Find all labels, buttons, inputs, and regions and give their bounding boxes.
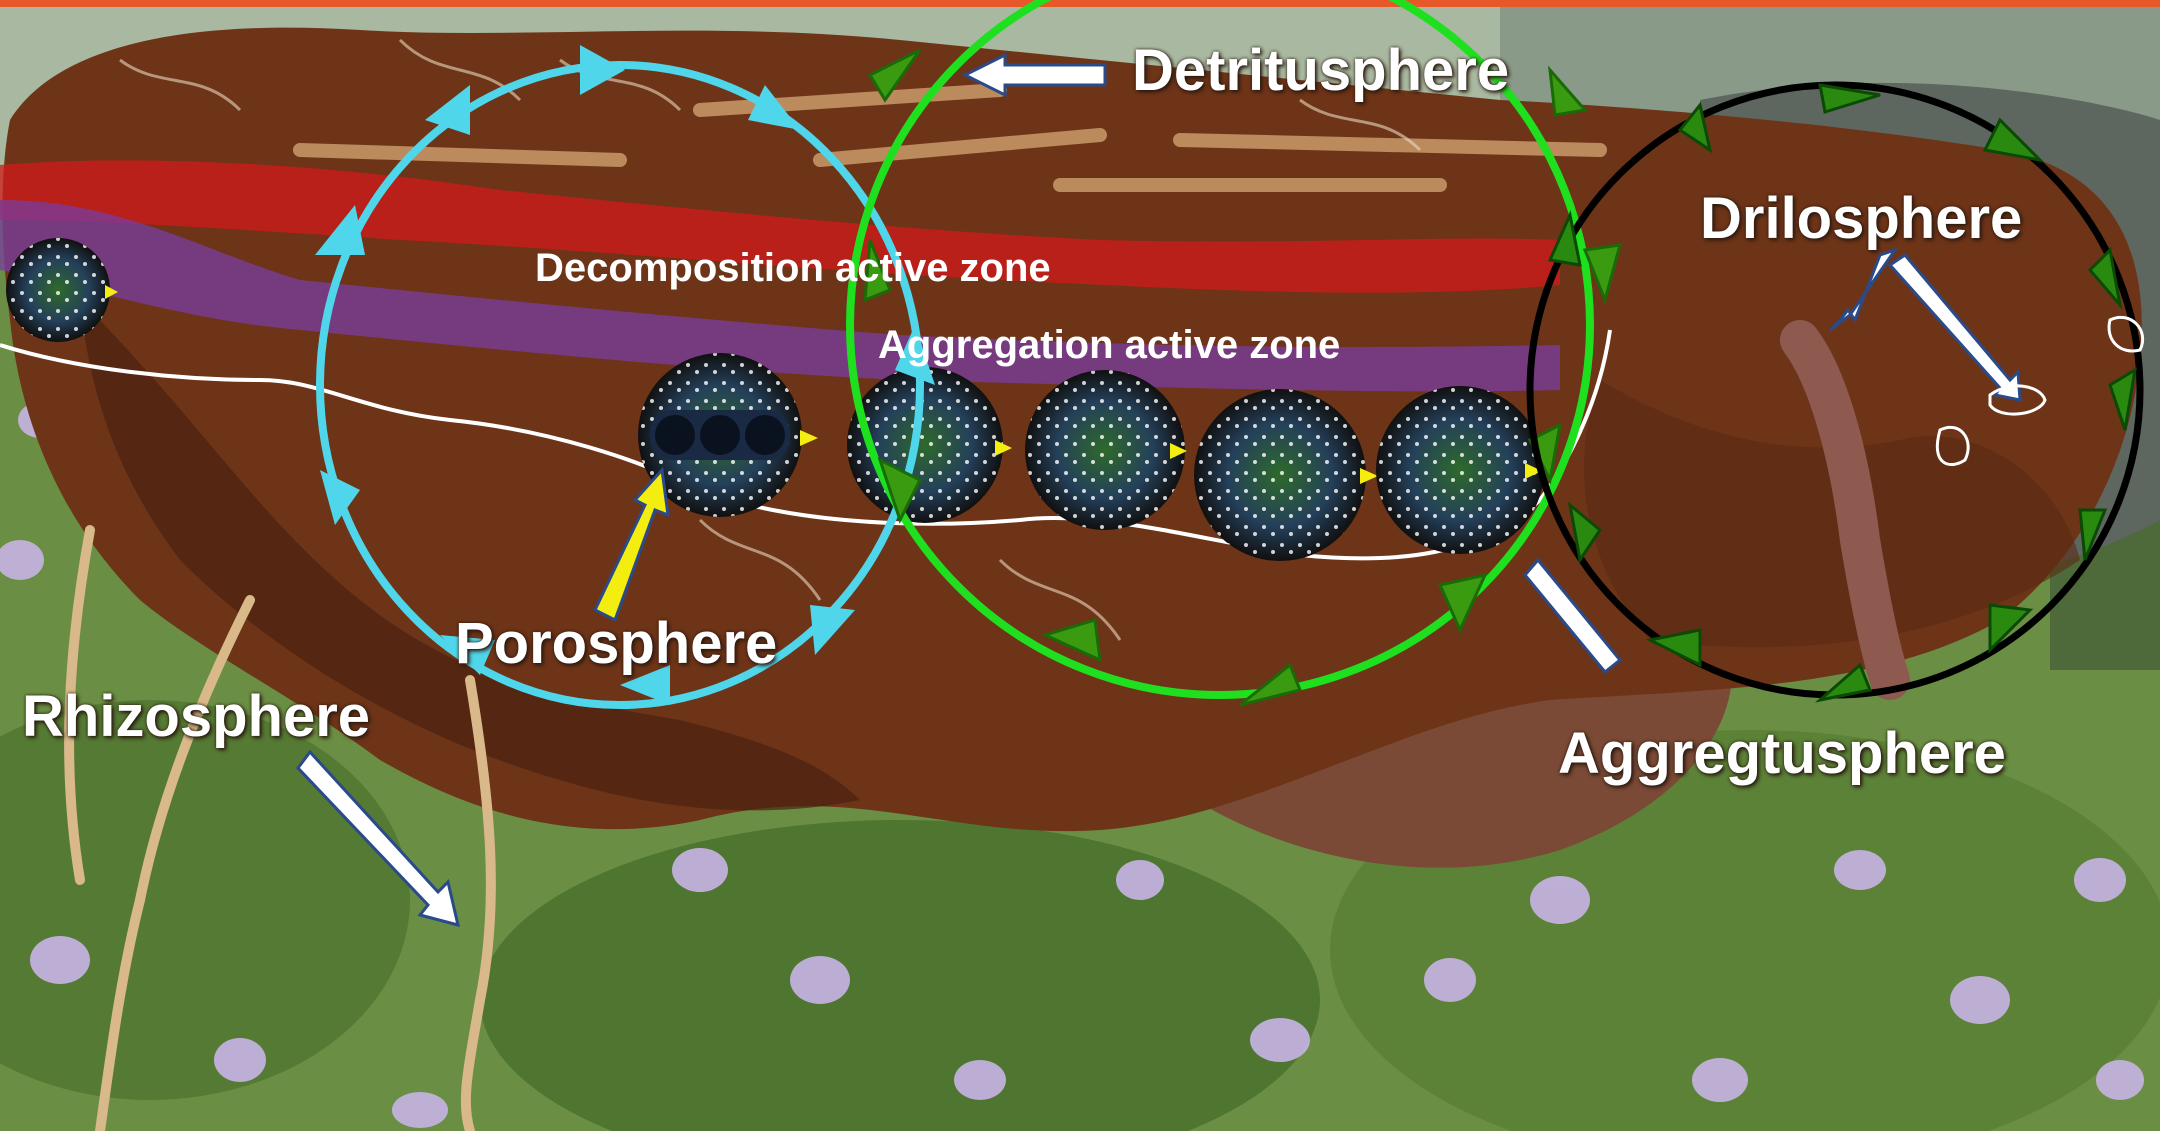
- aggregatusphere-label: Aggregtusphere: [1558, 725, 2006, 783]
- decomposition-zone-label: Decomposition active zone: [535, 248, 1051, 288]
- drilosphere-label: Drilosphere: [1700, 190, 2022, 248]
- aggregation-zone-label: Aggregation active zone: [878, 325, 1340, 365]
- rhizosphere-label: Rhizosphere: [22, 688, 370, 746]
- top-bar: [0, 0, 2160, 7]
- porosphere-label: Porosphere: [455, 615, 777, 673]
- aggregate-5: [1376, 386, 1544, 554]
- detritusphere-label: Detritusphere: [1132, 42, 1509, 100]
